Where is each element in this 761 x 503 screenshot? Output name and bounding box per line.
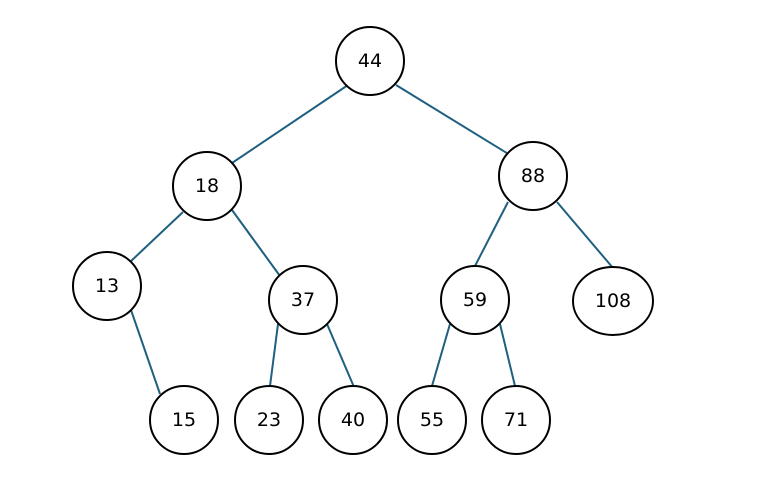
tree-node-40: 40 bbox=[318, 385, 388, 455]
node-label: 88 bbox=[521, 165, 545, 187]
node-label: 71 bbox=[504, 409, 528, 431]
node-circle bbox=[498, 141, 568, 211]
tree-node-23: 23 bbox=[234, 385, 304, 455]
edges bbox=[129, 84, 614, 395]
node-label: 44 bbox=[358, 50, 382, 72]
node-circle bbox=[234, 385, 304, 455]
node-circle bbox=[72, 251, 142, 321]
node-circle bbox=[318, 385, 388, 455]
node-circle bbox=[172, 151, 242, 221]
node-circle bbox=[481, 385, 551, 455]
tree-node-37: 37 bbox=[268, 265, 338, 335]
node-circle bbox=[440, 265, 510, 335]
edge-13-15 bbox=[130, 309, 161, 395]
node-label: 40 bbox=[341, 409, 365, 431]
node-circle bbox=[149, 385, 219, 455]
tree-node-18: 18 bbox=[172, 151, 242, 221]
node-label: 15 bbox=[172, 409, 196, 431]
node-label: 55 bbox=[420, 409, 444, 431]
edge-18-13 bbox=[129, 211, 184, 263]
tree-node-44: 44 bbox=[335, 26, 405, 96]
node-label: 59 bbox=[463, 289, 487, 311]
tree-node-88: 88 bbox=[498, 141, 568, 211]
node-label: 108 bbox=[595, 290, 631, 312]
edge-44-88 bbox=[395, 84, 511, 156]
node-circle bbox=[268, 265, 338, 335]
node-circle bbox=[572, 266, 654, 336]
edge-18-37 bbox=[231, 209, 281, 277]
tree-node-59: 59 bbox=[440, 265, 510, 335]
edge-37-40 bbox=[326, 323, 355, 388]
edge-59-71 bbox=[499, 323, 516, 387]
node-label: 23 bbox=[257, 409, 281, 431]
tree-node-13: 13 bbox=[72, 251, 142, 321]
edge-44-18 bbox=[228, 84, 349, 166]
tree-node-55: 55 bbox=[397, 385, 467, 455]
tree-node-108: 108 bbox=[572, 266, 654, 336]
edge-59-55 bbox=[431, 323, 451, 387]
node-label: 18 bbox=[195, 175, 219, 197]
tree-node-15: 15 bbox=[149, 385, 219, 455]
tree-node-71: 71 bbox=[481, 385, 551, 455]
node-circle bbox=[335, 26, 405, 96]
node-label: 13 bbox=[95, 275, 119, 297]
node-circle bbox=[397, 385, 467, 455]
edge-88-59 bbox=[474, 201, 509, 267]
edge-37-23 bbox=[269, 323, 279, 387]
edge-88-108 bbox=[556, 201, 614, 269]
node-label: 37 bbox=[291, 289, 315, 311]
